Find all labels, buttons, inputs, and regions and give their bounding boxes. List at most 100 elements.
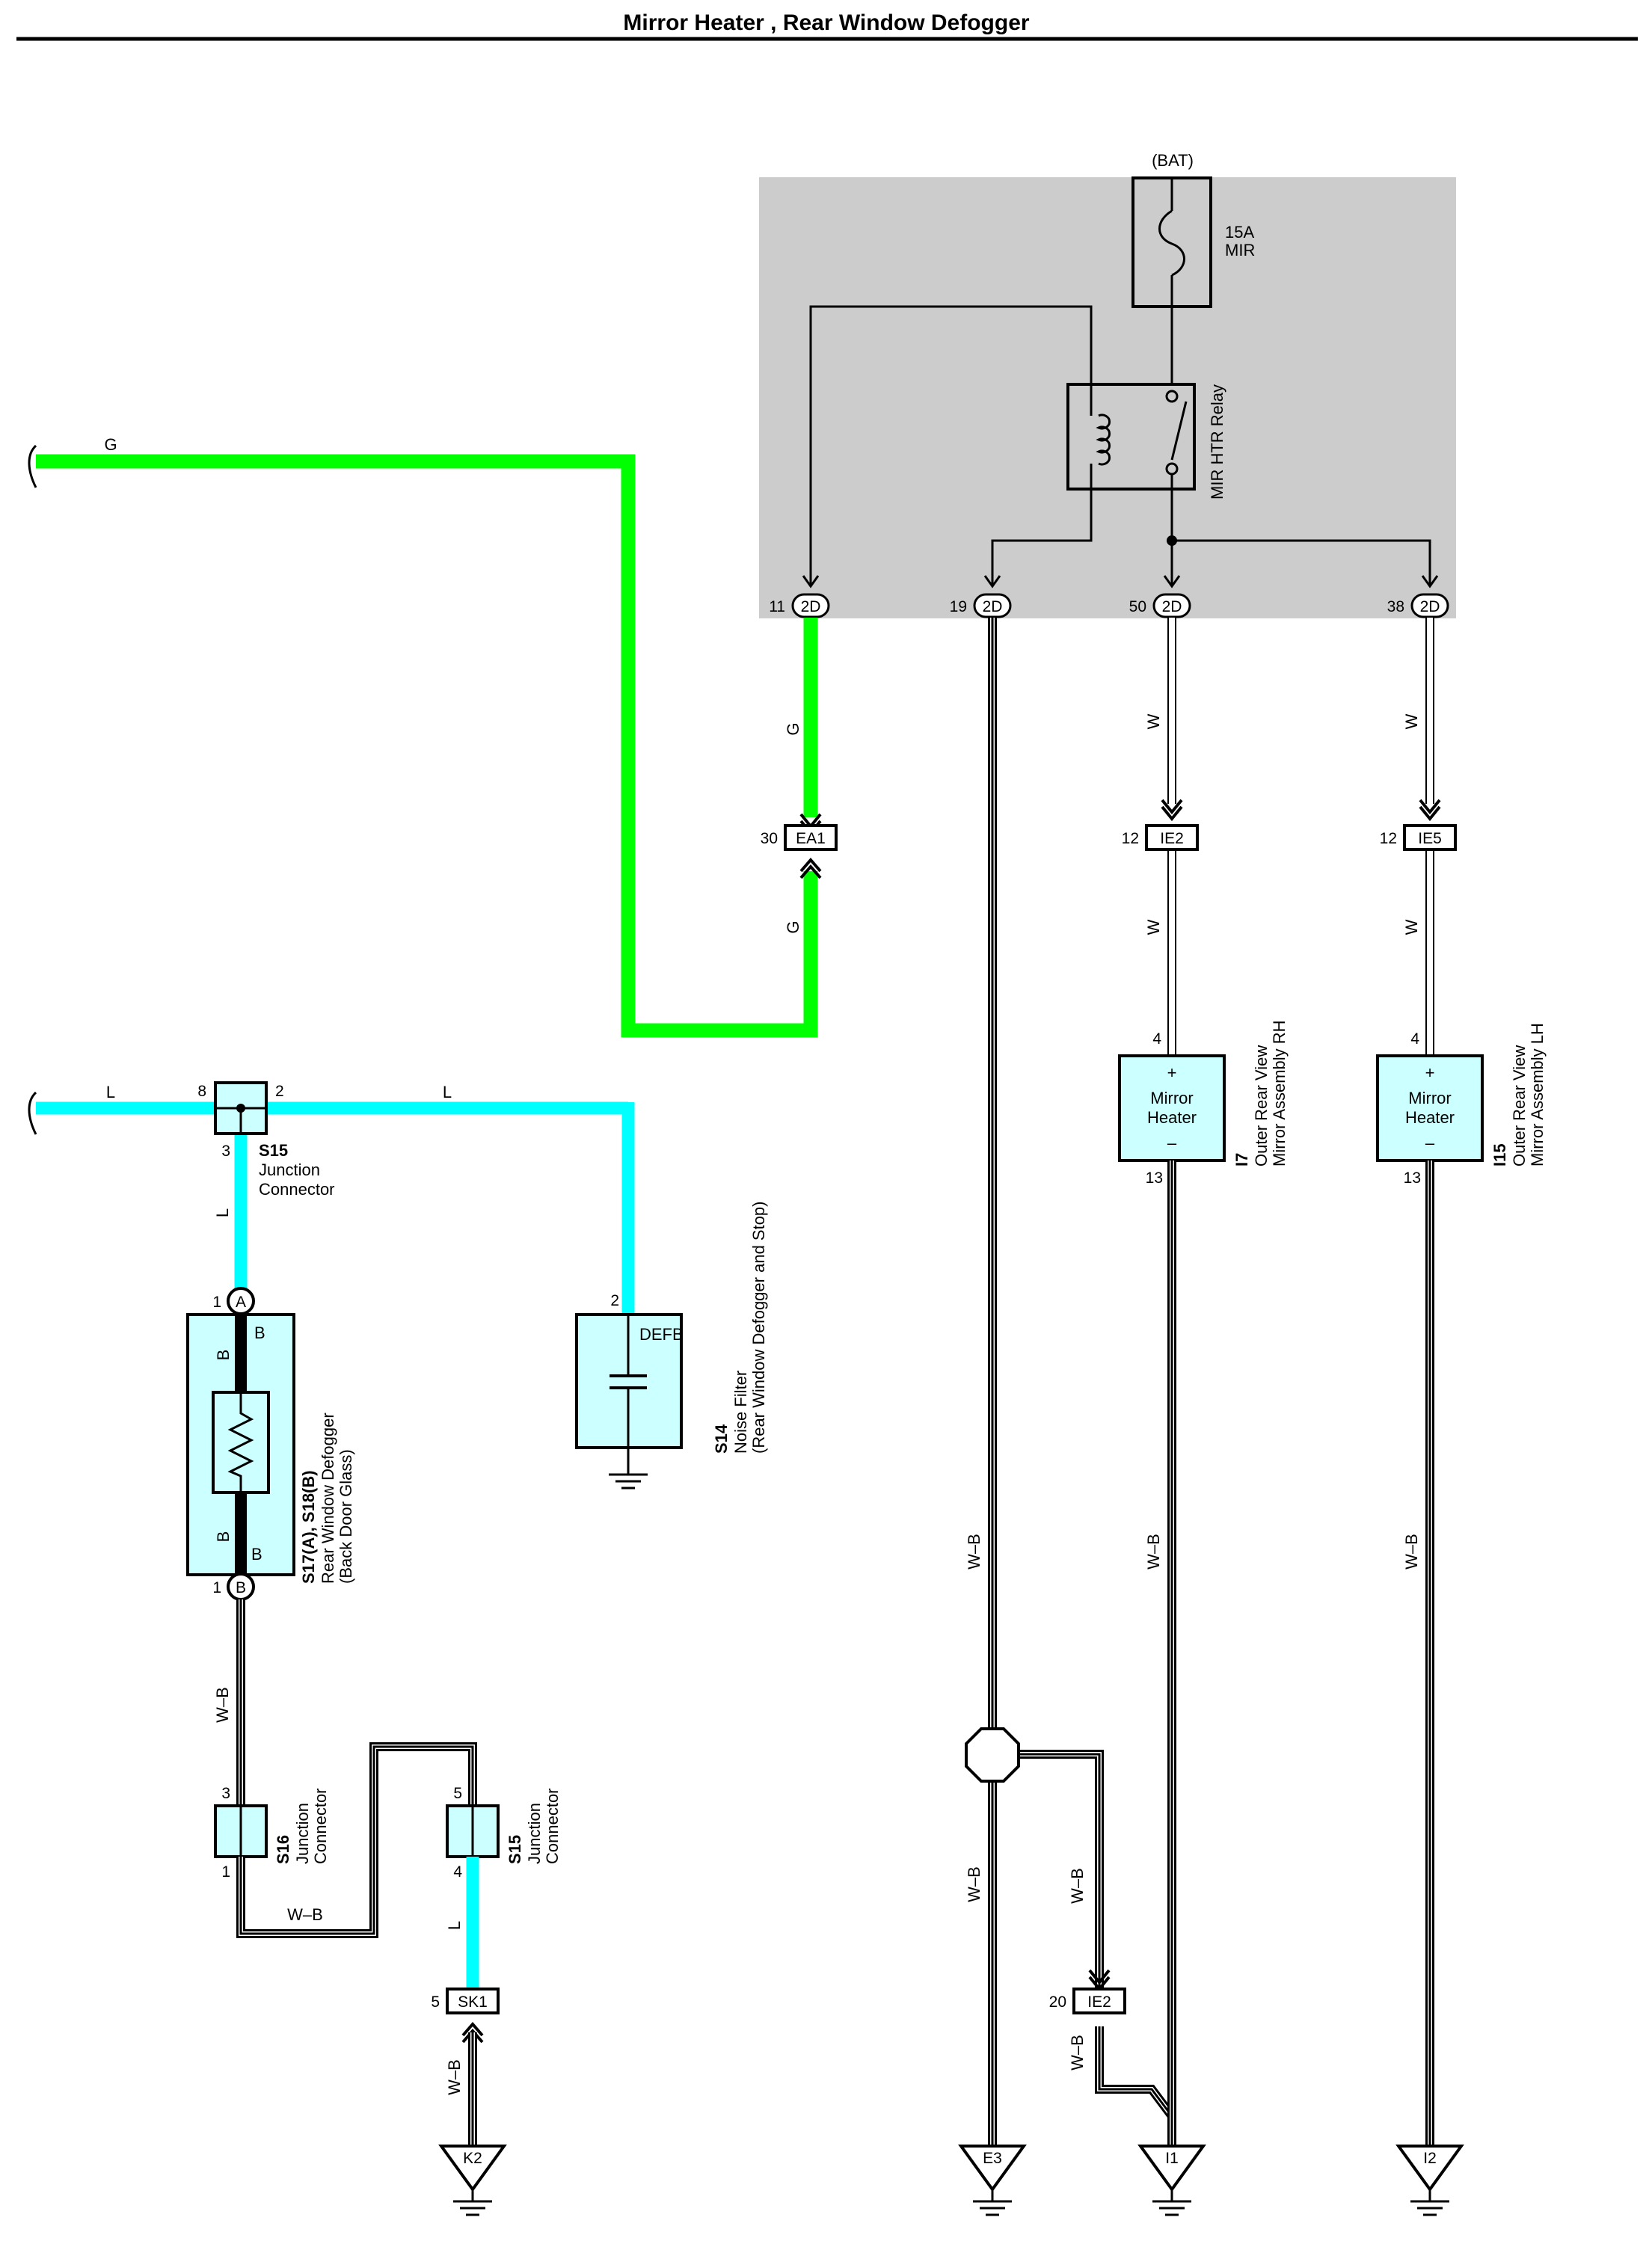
s17-wire-b-3: B [214, 1531, 233, 1543]
svg-text:EA1: EA1 [796, 830, 826, 847]
s17-pin-a: 1 [212, 1294, 221, 1311]
wire-label-g-1: G [784, 722, 802, 735]
i7-pin-bottom: 13 [1146, 1169, 1163, 1187]
s15b-name-1: Junction [525, 1803, 544, 1864]
svg-text:2D: 2D [983, 598, 1003, 615]
svg-text:I2: I2 [1423, 2150, 1437, 2167]
ground-i1: I1 [1137, 2145, 1206, 2216]
svg-text:2D: 2D [1420, 598, 1440, 615]
s14-pin: 2 [610, 1292, 619, 1309]
s14-name-1: Noise Filter [731, 1371, 750, 1454]
component-i15: + Mirror Heater – [1376, 1054, 1484, 1162]
s16-pin-top: 3 [221, 1785, 230, 1802]
wire-label-w-50a: W [1144, 713, 1163, 729]
wire-label-wb-k2: W–B [445, 2059, 464, 2095]
component-s17-defogger: A B [186, 1287, 295, 1601]
mir-htr-relay [1066, 383, 1196, 491]
i15-pin-bottom: 13 [1404, 1169, 1421, 1187]
svg-text:Heater: Heater [1405, 1108, 1455, 1127]
pin-50: 50 [1129, 598, 1146, 615]
pin-12-ie5: 12 [1380, 830, 1397, 847]
wire-label-wb-i7: W–B [1144, 1534, 1163, 1570]
component-s14-noise-filter: DEFB [575, 1313, 684, 1490]
s15-top-name-1: Junction [259, 1161, 320, 1179]
wire-label-wb-defogger: W–B [213, 1687, 232, 1723]
s17-name-1: Rear Window Defogger [319, 1412, 337, 1584]
splice-point [965, 1727, 1020, 1783]
svg-text:2D: 2D [1162, 598, 1182, 615]
s15-top-ref: S15 [259, 1141, 288, 1160]
svg-text:+: + [1425, 1063, 1435, 1082]
connector-sk1: SK1 [446, 1988, 500, 2014]
pin-11: 11 [769, 598, 785, 615]
wire-label-l-right: L [443, 1083, 452, 1101]
wire-label-wb-19b: W–B [965, 1866, 983, 1902]
connector-2d-50: 2D [1152, 593, 1191, 618]
wire-wb-branch [1017, 1750, 1176, 2119]
pin-30: 30 [761, 830, 778, 847]
s15b-pin-bottom: 4 [453, 1863, 462, 1881]
wire-label-l-down: L [213, 1208, 232, 1217]
connector-ie5: IE5 [1403, 824, 1457, 851]
pin-38: 38 [1387, 598, 1404, 615]
wire-label-wb-loop: W–B [287, 1905, 323, 1924]
svg-text:Mirror: Mirror [1150, 1089, 1193, 1107]
wire-green [28, 444, 818, 1038]
i7-ref: I7 [1232, 1153, 1251, 1166]
svg-text:SK1: SK1 [458, 1993, 488, 2011]
s14-ref: S14 [712, 1424, 731, 1454]
pin-5-sk1: 5 [431, 1993, 440, 2011]
pin-20: 20 [1049, 1993, 1066, 2011]
wire-label-g-top: G [104, 435, 117, 454]
wire-label-g-2: G [784, 920, 802, 933]
wire-label-w-38a: W [1402, 713, 1421, 729]
wire-label-wb-branch2: W–B [1068, 2035, 1087, 2071]
connector-ie2-bottom: IE2 [1072, 1988, 1126, 2014]
s15-pin-2: 2 [275, 1083, 284, 1100]
svg-text:A: A [236, 1294, 246, 1311]
svg-text:–: – [1167, 1134, 1177, 1152]
connector-2d-19: 2D [973, 593, 1012, 618]
svg-text:IE2: IE2 [1087, 1993, 1111, 2011]
s15-junction-top [214, 1081, 268, 1135]
page-title: Mirror Heater , Rear Window Defogger [623, 10, 1029, 35]
wire-blue-top [28, 1091, 635, 1316]
wire-label-wb-19a: W–B [965, 1534, 983, 1570]
connector-ie2-top: IE2 [1145, 824, 1199, 851]
i15-ref: I15 [1490, 1143, 1509, 1166]
component-s15-bottom [446, 1804, 500, 1858]
connector-2d-38: 2D [1410, 593, 1449, 618]
svg-text:Mirror: Mirror [1408, 1089, 1451, 1107]
component-i7: + Mirror Heater – [1118, 1054, 1226, 1162]
s17-wire-b-2: B [254, 1324, 265, 1342]
ground-k2: K2 [438, 2145, 507, 2216]
svg-text:Heater: Heater [1147, 1108, 1197, 1127]
pin-12-ie2: 12 [1122, 830, 1139, 847]
s16-name-2: Connector [311, 1788, 330, 1864]
s17-name-2: (Back Door Glass) [337, 1449, 355, 1584]
s16-name-1: Junction [293, 1803, 312, 1864]
i7-name-1: Outer Rear View [1252, 1045, 1271, 1166]
s16-pin-bottom: 1 [221, 1863, 230, 1881]
ground-i2: I2 [1395, 2145, 1464, 2216]
s17-wire-b-1: B [214, 1350, 233, 1361]
s15-pin-3: 3 [221, 1143, 230, 1160]
pin-19: 19 [950, 598, 967, 615]
s15b-pin-top: 5 [453, 1785, 462, 1802]
svg-text:+: + [1167, 1063, 1177, 1082]
fuse-rating: 15A [1225, 223, 1254, 242]
wire-label-w-38b: W [1402, 919, 1421, 935]
svg-text:2D: 2D [801, 598, 821, 615]
svg-text:IE2: IE2 [1160, 830, 1184, 847]
ground-e3: E3 [958, 2145, 1027, 2216]
s14-name-2: (Rear Window Defogger and Stop) [749, 1202, 768, 1454]
connector-ea1: EA1 [784, 824, 838, 851]
bat-label: (BAT) [1152, 151, 1194, 170]
s15-top-name-2: Connector [259, 1180, 335, 1199]
svg-text:IE5: IE5 [1418, 830, 1442, 847]
s17-wire-b-4: B [251, 1545, 262, 1564]
component-s16 [214, 1804, 268, 1858]
wire-wb-loop [236, 1742, 477, 1938]
s17-ref: S17(A), S18(B) [299, 1470, 318, 1584]
s17-pin-b: 1 [212, 1579, 221, 1596]
